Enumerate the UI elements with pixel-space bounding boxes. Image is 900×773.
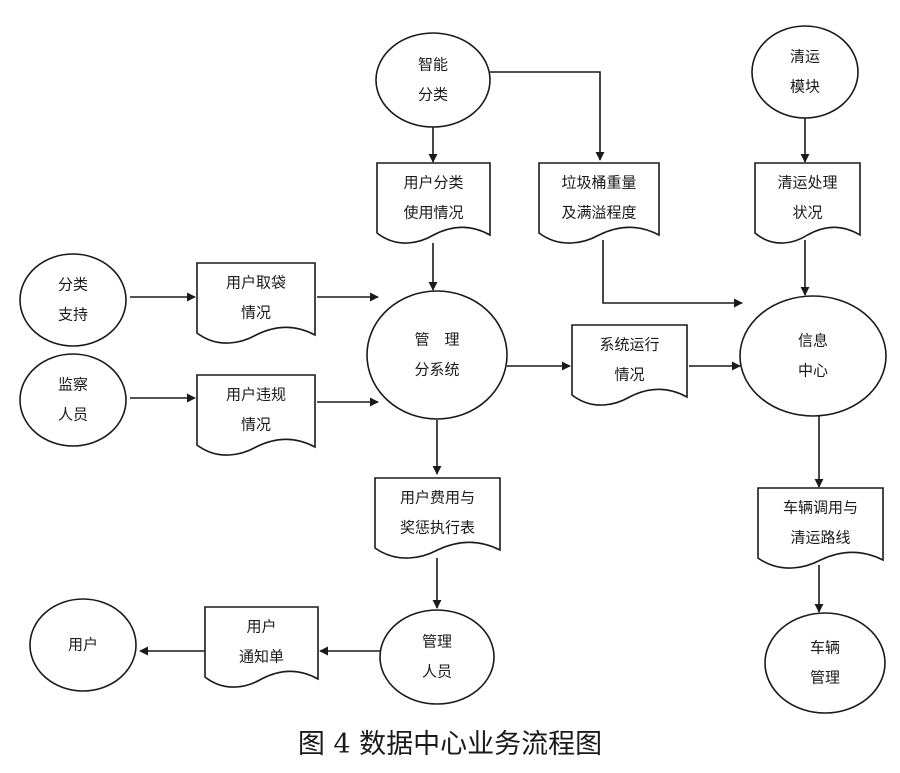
- figure-caption: 图 4 数据中心业务流程图: [297, 729, 603, 760]
- document-shape: [196, 374, 316, 456]
- node-label: 用户费用与: [400, 489, 475, 507]
- node-label: 中心: [798, 362, 828, 380]
- node-label: 情况: [241, 416, 271, 434]
- process-ellipse: [739, 295, 887, 417]
- node-label: 信息: [798, 332, 828, 350]
- node-label: 管理: [422, 633, 452, 651]
- node-label: 及满溢程度: [561, 204, 636, 222]
- node-label: 用户: [68, 636, 98, 654]
- document-shape: [204, 606, 319, 688]
- node-label: 监察: [58, 376, 88, 394]
- process-ellipse: [19, 253, 127, 347]
- node-label: 分系统: [414, 361, 459, 379]
- node-label: 智能: [418, 56, 448, 74]
- process-ellipse: [19, 353, 127, 447]
- document-shape: [757, 487, 884, 569]
- node-label: 支持: [58, 306, 88, 324]
- node-label: 管 理: [414, 331, 459, 349]
- document-shape: [571, 324, 688, 406]
- node-label: 状况: [792, 204, 822, 222]
- node-label: 车辆: [810, 639, 840, 657]
- process-ellipse: [379, 609, 495, 705]
- node-label: 分类: [418, 86, 448, 104]
- nodes: 智能分类清运模块用户分类使用情况垃圾桶重量及满溢程度清运处理状况分类支持监察人员…: [19, 25, 887, 714]
- node-label: 清运: [790, 48, 820, 66]
- node-label: 人员: [58, 406, 88, 424]
- edges: [130, 71, 824, 656]
- process-ellipse: [366, 290, 508, 420]
- node-label: 情况: [241, 304, 271, 322]
- node-label: 情况: [614, 366, 644, 384]
- process-ellipse: [764, 612, 886, 714]
- document-shape: [376, 162, 491, 244]
- node-yonghu: 用户: [29, 598, 137, 692]
- node-label: 车辆调用与: [783, 499, 858, 517]
- node-label: 清运处理: [777, 174, 837, 192]
- node-label: 清运路线: [790, 529, 850, 547]
- node-label: 用户违规: [226, 386, 286, 404]
- document-shape: [754, 162, 861, 244]
- node-label: 模块: [790, 78, 820, 96]
- node-label: 用户: [246, 618, 276, 636]
- node-label: 分类: [58, 276, 88, 294]
- process-ellipse: [375, 32, 491, 128]
- node-label: 垃圾桶重量: [561, 174, 636, 192]
- edge-zhinengfenlei-to-lajitong: [490, 71, 605, 161]
- node-label: 使用情况: [403, 204, 463, 222]
- node-label: 管理: [810, 669, 840, 687]
- node-label: 用户取袋: [226, 274, 286, 292]
- document-shape: [374, 477, 501, 559]
- node-label: 用户分类: [403, 174, 463, 192]
- node-label: 人员: [422, 663, 452, 681]
- edge-lajitong-to-xinxizhongxin: [602, 240, 743, 308]
- document-shape: [196, 262, 316, 344]
- node-label: 通知单: [239, 648, 284, 666]
- node-label: 系统运行: [599, 336, 659, 354]
- process-ellipse: [751, 25, 859, 119]
- process-ellipse: [29, 598, 137, 692]
- node-label: 奖惩执行表: [400, 519, 475, 537]
- document-shape: [538, 162, 660, 244]
